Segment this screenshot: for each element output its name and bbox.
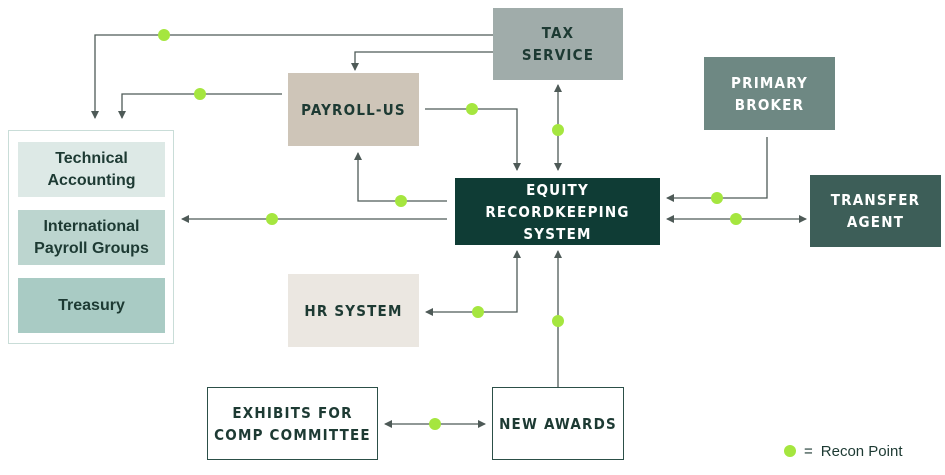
legend-label: Recon Point bbox=[820, 442, 903, 460]
legend: = Recon Point bbox=[784, 441, 902, 461]
tax-service-box: TAX SERVICE bbox=[493, 8, 623, 80]
connector-equity-hr bbox=[425, 250, 521, 316]
recon-dot-equity-transfer bbox=[730, 213, 742, 225]
hr-system-box: HR SYSTEM bbox=[288, 274, 419, 347]
recon-dot-tax-equity bbox=[552, 124, 564, 136]
payroll-us-box: PAYROLL-US bbox=[288, 73, 419, 146]
recon-dot-awards-equity bbox=[552, 315, 564, 327]
recon-point-legend-dot bbox=[784, 445, 796, 457]
connector-broker-to-equity bbox=[666, 137, 768, 202]
connector-tax-to-payroll bbox=[351, 51, 493, 71]
treasury-box: Treasury bbox=[18, 278, 165, 333]
recon-dot-equity-payroll bbox=[395, 195, 407, 207]
recon-dot-tax-groups bbox=[158, 29, 170, 41]
recon-dot-payroll-groups bbox=[194, 88, 206, 100]
technical-accounting-box: Technical Accounting bbox=[18, 142, 165, 197]
recon-dot-equity-groups bbox=[266, 213, 278, 225]
recon-dot-broker-equity bbox=[711, 192, 723, 204]
equity-recordkeeping-system-box: EQUITY RECORDKEEPING SYSTEM bbox=[455, 178, 660, 245]
recon-dot-equity-hr bbox=[472, 306, 484, 318]
connector-equity-to-payroll bbox=[354, 152, 447, 202]
exhibits-for-comp-committee-box: EXHIBITS FOR COMP COMMITTEE bbox=[207, 387, 378, 460]
legend-equals: = bbox=[804, 442, 813, 460]
recon-dot-exhibits-awards bbox=[429, 418, 441, 430]
recon-dot-payroll-equity bbox=[466, 103, 478, 115]
transfer-agent-box: TRANSFER AGENT bbox=[810, 175, 941, 247]
primary-broker-box: PRIMARY BROKER bbox=[704, 57, 835, 130]
connector-payroll-to-groups bbox=[118, 93, 282, 119]
international-payroll-groups-box: International Payroll Groups bbox=[18, 210, 165, 265]
connector-payroll-to-equity bbox=[425, 108, 521, 171]
connector-tax-to-groups bbox=[91, 34, 493, 119]
new-awards-box: NEW AWARDS bbox=[492, 387, 624, 460]
